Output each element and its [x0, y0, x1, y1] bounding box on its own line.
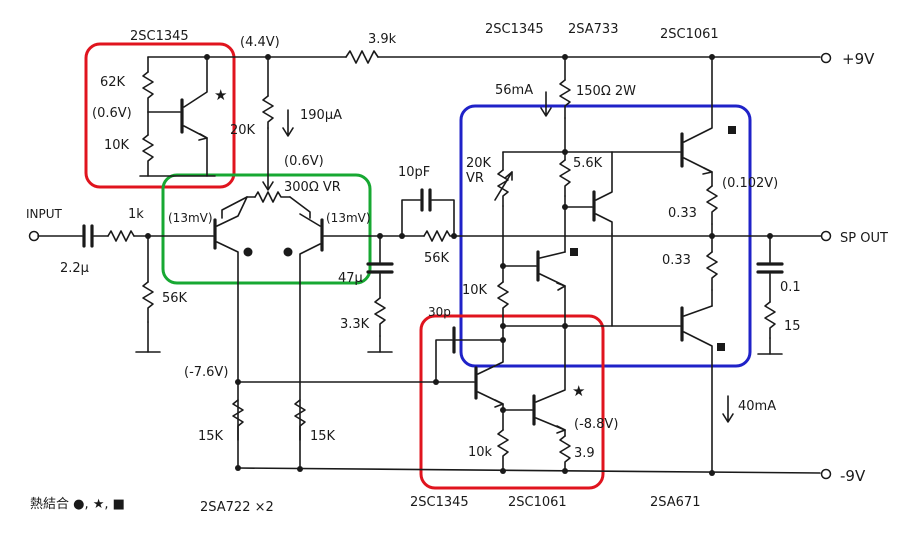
label-sp-out: SP OUT [840, 231, 888, 246]
current-arrows [282, 91, 734, 423]
label-r150: 150Ω 2W [576, 84, 636, 99]
label-vm76: (-7.6V) [184, 365, 228, 380]
label-vminus: -9V [840, 467, 866, 485]
label-r10k-c: 10k [468, 445, 493, 460]
label-c-in: 2.2μ [60, 261, 89, 276]
label-r15k-b: 15K [310, 429, 336, 444]
label-i190: 190μA [300, 108, 342, 123]
feedback-network [323, 188, 771, 353]
label-r15: 15 [784, 319, 801, 334]
label-r0-33-a: 0.33 [668, 206, 697, 221]
label-q-driver: 2SA733 [568, 22, 618, 37]
label-r5-6k: 5.6K [573, 156, 603, 171]
label-r20k: 20K [230, 123, 256, 138]
diff-pair [213, 191, 324, 469]
positive-rail [147, 50, 832, 64]
label-vplus: +9V [842, 50, 875, 68]
label-r62k: 62K [100, 75, 126, 90]
label-v0102: (0.102V) [722, 176, 778, 191]
label-r15k-a: 15K [198, 429, 224, 444]
negative-rail [237, 467, 832, 480]
label-q-bias-bottom: 2SC1345 [410, 495, 469, 510]
thermal-coupling-marks: ★ ★ [214, 86, 736, 400]
label-r1k: 1k [128, 207, 144, 222]
label-c0-1: 0.1 [780, 280, 801, 295]
labels: 2SC1345 (4.4V) 3.9k 2SC1345 2SA733 2SC10… [26, 22, 888, 515]
label-q1: 2SC1345 [130, 29, 189, 44]
svg-text:★: ★ [214, 86, 227, 104]
label-input: INPUT [26, 207, 63, 221]
svg-text:★: ★ [572, 382, 585, 400]
label-r0-33-b: 0.33 [662, 253, 691, 268]
label-vr300: 300Ω VR [284, 180, 341, 195]
label-q-pre: 2SC1345 [485, 22, 544, 37]
label-r10k-a: 10K [104, 138, 130, 153]
output-stage [494, 54, 832, 474]
red-box-bias-top [84, 42, 236, 189]
label-r3-9: 3.9 [574, 446, 595, 461]
red-box-bias-bottom [419, 314, 605, 490]
label-c10p: 10pF [398, 165, 430, 180]
label-c30p: 30p [428, 305, 451, 319]
label-r3-3k: 3.3K [340, 317, 370, 332]
label-v06b: (0.6V) [284, 154, 324, 169]
green-box-diff-pair [161, 173, 372, 285]
label-q-out-bottom: 2SA671 [650, 495, 700, 510]
label-r56k-b: 56K [424, 251, 450, 266]
label-diff-pair: 2SA722 ×2 [200, 500, 274, 515]
label-c47: 47μ [338, 271, 363, 286]
label-legend: 熱結合 ●, ★, ■ [30, 497, 125, 512]
label-r10k-b: 10K [462, 283, 488, 298]
label-v13b: (13mV) [326, 211, 371, 225]
label-i56: 56mA [495, 83, 533, 98]
input-section [28, 224, 214, 353]
label-r56k-a: 56K [162, 291, 188, 306]
bias-network-bottom [232, 325, 715, 476]
label-v44: (4.4V) [240, 35, 280, 50]
label-q-cs-bottom: 2SC1061 [508, 495, 567, 510]
label-q-out-top: 2SC1061 [660, 27, 719, 42]
label-v06a: (0.6V) [92, 106, 132, 121]
bias-network-top [139, 56, 216, 177]
bias-wire-20k [204, 54, 274, 191]
label-r3-9k: 3.9k [368, 32, 397, 47]
label-vm88: (-8.8V) [574, 417, 618, 432]
label-v13a: (13mV) [168, 211, 213, 225]
label-i40: 40mA [738, 399, 776, 414]
